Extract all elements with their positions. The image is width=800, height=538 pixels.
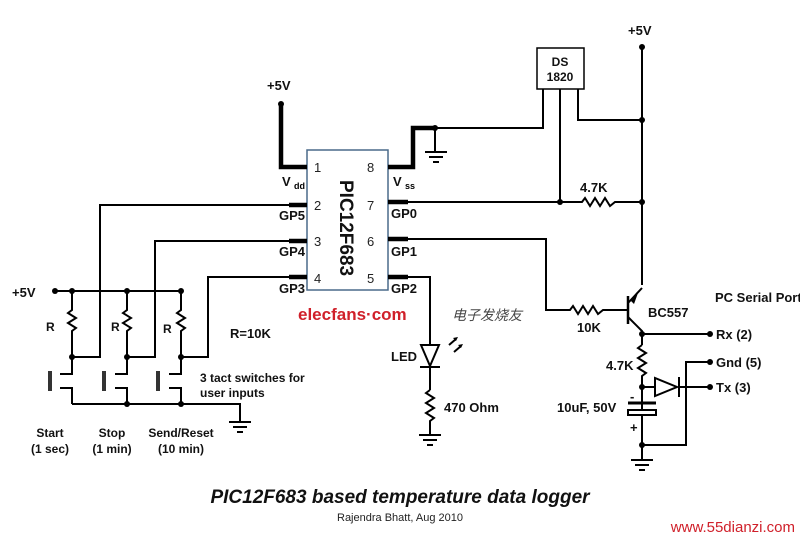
ic-pins_left-2-label-label: GP4 (279, 244, 306, 259)
ic-pins_left-3-label-label: GP3 (279, 281, 305, 296)
ground-icon (229, 421, 251, 433)
led-label-label: LED (391, 349, 417, 364)
supply-left_rail_label-label: +5V (12, 285, 36, 300)
switches-items-1-name-label: Stop (99, 426, 126, 440)
serial-title-label: PC Serial Port (715, 290, 800, 305)
capacitor-label-label: 10uF, 50V (557, 400, 617, 415)
switches-items-2-time-label: (10 min) (158, 442, 204, 456)
ic-pins_right-1-label-label: GP0 (391, 206, 417, 221)
switches-items-0-time-label: (1 sec) (31, 442, 69, 456)
ic-name: PIC12F683 (335, 180, 356, 276)
ground-icon (425, 128, 447, 163)
switches-resistor_value-label: R=10K (230, 326, 271, 341)
ic-pins_left-3-num-label: 4 (314, 271, 321, 286)
sensor-line2-label: 1820 (547, 70, 574, 84)
ic-pins_left-1-num-label: 2 (314, 198, 321, 213)
author: Rajendra Bhatt, Aug 2010 (337, 512, 463, 524)
ground-icon (631, 459, 653, 471)
serial-gnd-label: Gnd (5) (716, 355, 762, 370)
switches-resistor_label-label: R (111, 320, 120, 334)
switch-bank (48, 291, 187, 404)
ic-pins_right-3-num-label: 5 (367, 271, 374, 286)
led (419, 337, 463, 390)
serial-rx-label: Rx (2) (716, 327, 752, 342)
ic-pins_right-0-sub-label: ss (405, 181, 415, 191)
transistor-label: BC557 (648, 305, 688, 320)
diagram-title: PIC12F683 based temperature data logger (210, 487, 591, 508)
ic-pins_right-2-num-label: 6 (367, 234, 374, 249)
capacitor (627, 401, 657, 460)
serial-tx-label: Tx (3) (716, 380, 751, 395)
led-resistor-label: 470 Ohm (444, 400, 499, 415)
supply-right_label-label: +5V (628, 23, 652, 38)
pic-ic: 1 2 3 4 8 7 6 5 PIC12F683 (306, 149, 389, 291)
switches-items-0-name-label: Start (36, 426, 63, 440)
ic-pins_right-3-label-label: GP2 (391, 281, 417, 296)
switches-note_line1-label: 3 tact switches for (200, 371, 305, 385)
ic-pins_right-1-num-label: 7 (367, 198, 374, 213)
switches-resistor_label-label: R (163, 322, 172, 336)
elecfans-cn-watermark: 电子发烧友 (452, 308, 524, 324)
ic-pins_left-1-label-label: GP5 (279, 208, 305, 223)
supply-vdd_label-label: +5V (267, 78, 291, 93)
switches-resistor_label-label: R (46, 320, 55, 334)
switches-note_line2-label: user inputs (200, 386, 265, 400)
ic-pins_left-0-sub-label: dd (294, 181, 305, 191)
elecfans-watermark: elecfans·com (298, 305, 407, 324)
site-watermark: www.55dianzi.com (670, 519, 795, 536)
ic-pins_right-0-num-label: 8 (367, 160, 374, 175)
base_resistor-label: 10K (577, 320, 601, 335)
capacitor-minus-label: - (630, 389, 634, 404)
ic-pins_right-2-label-label: GP1 (391, 244, 417, 259)
ic-pins_left-0-num-label: 1 (314, 160, 321, 175)
diode (642, 376, 710, 398)
ic-pins_left-0-label-label: V (282, 174, 291, 189)
bc557-transistor (626, 287, 643, 345)
ic-pins_left-2-num-label: 3 (314, 234, 321, 249)
capacitor-plus-label: + (630, 420, 638, 435)
ds1820-sensor: DS 1820 (536, 47, 585, 90)
pullup-label: 4.7K (580, 180, 608, 195)
ic-pins_right-0-label-label: V (393, 174, 402, 189)
switches-items-2-name-label: Send/Reset (148, 426, 213, 440)
sensor-line1-label: DS (552, 55, 569, 69)
collector_resistor-label: 4.7K (606, 358, 634, 373)
ground-icon (419, 434, 441, 446)
switches-items-1-time-label: (1 min) (92, 442, 131, 456)
